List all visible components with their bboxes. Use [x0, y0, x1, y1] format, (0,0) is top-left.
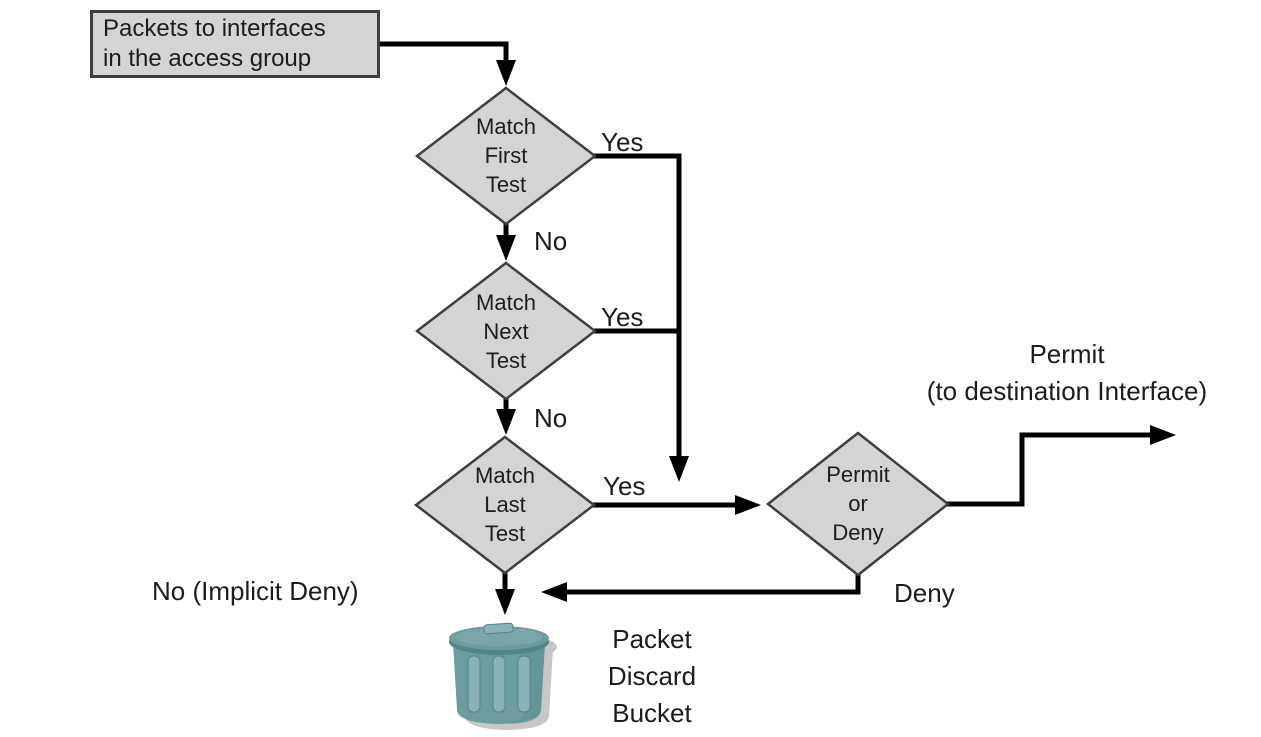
connector-yes-first-vertical: [593, 153, 682, 458]
decision-pd-line1: Permit: [826, 462, 890, 487]
decision-pd-line3: Deny: [832, 520, 884, 545]
start-box: Packets to interfaces in the access grou…: [90, 10, 380, 78]
decision-label-permit-or-deny: Permit or Deny: [778, 460, 938, 547]
label-packet-discard-bucket: Packet Discard Bucket: [572, 621, 732, 732]
decision-pd-line2: or: [848, 491, 868, 516]
decision-diamond-permit-or-deny: [765, 431, 951, 577]
label-deny: Deny: [894, 578, 955, 608]
decision-label-match-next-test: Match Next Test: [426, 288, 586, 375]
start-box-line1: Packets to interfaces: [103, 15, 326, 42]
label-permit-line2: (to destination Interface): [926, 376, 1208, 406]
label-permit-line1: Permit: [1029, 339, 1105, 369]
decision-last-line3: Test: [484, 521, 526, 546]
decision-label-match-last-test: Match Last Test: [425, 461, 585, 548]
decision-next-line2: Next: [483, 319, 529, 344]
arrowhead-into-permit-deny: [735, 495, 761, 515]
decision-label-match-first-test: Match First Test: [426, 112, 586, 199]
trash-can-icon: [449, 622, 557, 730]
arrowhead-permit-out: [1150, 425, 1176, 445]
arrowhead-into-last-test: [496, 409, 516, 435]
label-permit-destination: Permit (to destination Interface): [877, 336, 1257, 410]
label-bucket-line2: Discard: [607, 661, 697, 691]
label-yes-first: Yes: [601, 127, 644, 157]
decision-diamond-match-last-test: [413, 435, 597, 575]
arrowhead-into-first-test: [496, 60, 516, 86]
decision-diamond-match-first-test: [414, 86, 598, 226]
trash-can-lid-top: [455, 628, 543, 646]
decision-last-line2: Last: [484, 492, 526, 517]
trash-can-handle: [483, 622, 514, 635]
trash-can-slat: [492, 655, 506, 713]
decision-first-line2: First: [484, 143, 528, 168]
arrowhead-yes-vertical-down: [669, 456, 689, 482]
arrowhead-into-bucket: [495, 589, 515, 615]
decision-first-line1: Match: [476, 114, 536, 139]
decision-next-line1: Match: [476, 290, 536, 315]
trash-can-slat: [467, 655, 481, 713]
arrowhead-into-next-test: [496, 235, 516, 261]
decision-first-line3: Test: [485, 172, 527, 197]
decision-last-line1: Match: [475, 463, 535, 488]
trash-can-slat: [517, 655, 531, 713]
label-bucket-line1: Packet: [612, 624, 692, 654]
label-no-first: No: [534, 226, 568, 256]
start-box-line2: in the access group: [103, 45, 312, 72]
label-no-implicit-deny: No (Implicit Deny): [152, 576, 359, 606]
decision-diamond-match-next-test: [414, 261, 598, 401]
decision-next-line3: Test: [485, 348, 527, 373]
connectors: [378, 41, 1176, 615]
label-bucket-line3: Bucket: [612, 698, 692, 728]
connector-deny-to-bucket: [566, 573, 861, 595]
label-yes-last: Yes: [603, 471, 646, 501]
arrowhead-deny-left: [541, 582, 567, 602]
label-yes-next: Yes: [601, 302, 644, 332]
connector-start-to-first-test: [378, 41, 509, 66]
label-no-next: No: [534, 403, 568, 433]
connector-permit-out: [946, 432, 1150, 507]
